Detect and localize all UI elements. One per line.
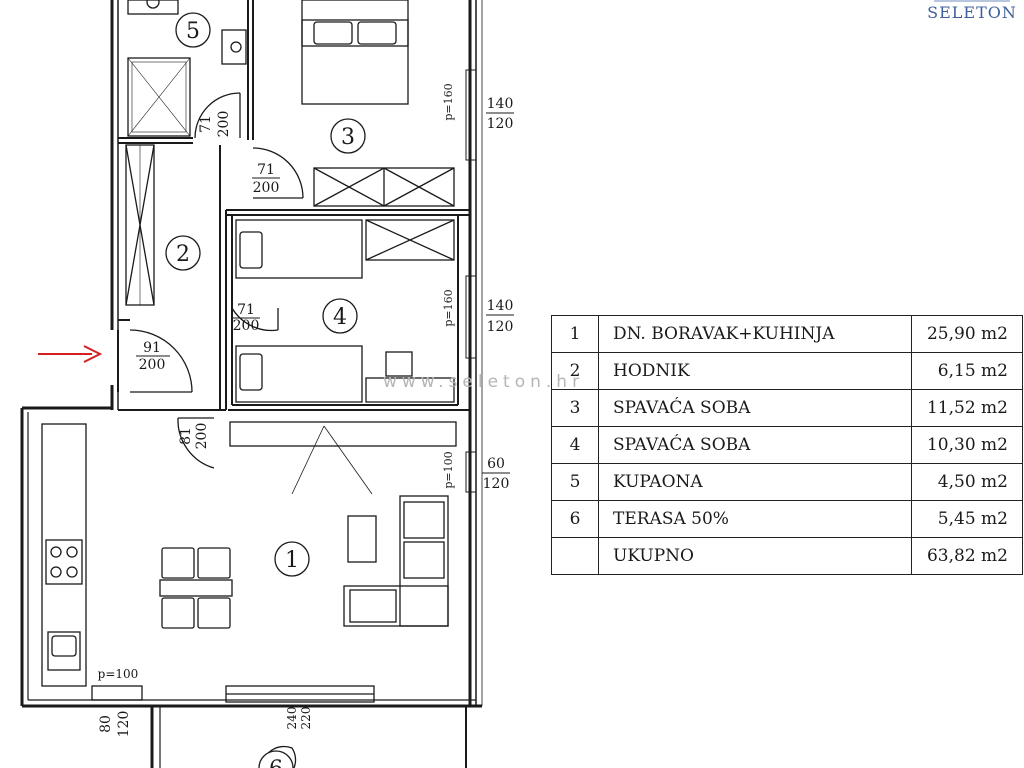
area-cell-value: 63,82 m2 bbox=[911, 537, 1023, 575]
dim-window-1-top: 60 bbox=[487, 456, 505, 472]
area-cell-name: UKUPNO bbox=[598, 537, 912, 575]
room-label-1: 1 bbox=[285, 548, 299, 573]
dim-window-1-bottom: 120 bbox=[483, 476, 510, 492]
area-cell-name: SPAVAĆA SOBA bbox=[598, 389, 912, 427]
facade-windows bbox=[465, 69, 477, 493]
area-cell-num: 3 bbox=[551, 389, 599, 427]
watermark: www.seleton.hr bbox=[383, 372, 585, 392]
dim-door-bath-bottom: 200 bbox=[216, 111, 232, 138]
dim-door-4-top: 71 bbox=[237, 302, 255, 318]
logo-mark bbox=[934, 0, 1010, 2]
area-cell-num: 4 bbox=[551, 426, 599, 464]
dim-door-terrace-top: 240 bbox=[285, 707, 299, 730]
hall-wardrobe bbox=[125, 144, 155, 306]
dim-door-bath-top: 71 bbox=[198, 115, 214, 133]
dim-door-terrace-bottom: 220 bbox=[299, 707, 313, 730]
area-cell-name: KUPAONA bbox=[598, 463, 912, 501]
room-label-6: 6 bbox=[269, 757, 283, 768]
area-cell-name: HODNIK bbox=[598, 352, 912, 390]
entrance-arrow bbox=[38, 345, 103, 363]
dim-window-3-sill: p=160 bbox=[442, 83, 455, 120]
area-cell-name: DN. BORAVAK+KUHINJA bbox=[598, 315, 912, 353]
dim-door-entry-bottom: 200 bbox=[139, 357, 166, 373]
living-door bbox=[177, 417, 215, 469]
area-cell-num: 2 bbox=[551, 352, 599, 390]
area-cell-value: 5,45 m2 bbox=[911, 500, 1023, 538]
logo-text: SELETON bbox=[927, 3, 1017, 22]
bathroom-fixtures bbox=[127, 0, 247, 139]
dim-window-4-sill: p=160 bbox=[442, 289, 455, 326]
dim-window-3-top: 140 bbox=[487, 96, 514, 112]
dim-door-4-bottom: 200 bbox=[233, 318, 260, 334]
dim-kitchen-sill: p=100 bbox=[98, 667, 139, 681]
bedroom-3-furniture bbox=[252, 0, 455, 207]
area-cell-num bbox=[551, 537, 599, 575]
dim-door-3-top: 71 bbox=[257, 162, 275, 178]
room-label-2: 2 bbox=[176, 242, 190, 267]
area-cell-value: 11,52 m2 bbox=[911, 389, 1023, 427]
dim-door-3-bottom: 200 bbox=[253, 180, 280, 196]
dim-window-4-top: 140 bbox=[487, 298, 514, 314]
room-labels: 5 3 2 4 1 6 bbox=[165, 12, 366, 768]
room-label-4: 4 bbox=[333, 305, 347, 330]
area-cell-name: SPAVAĆA SOBA bbox=[598, 426, 912, 464]
area-cell-value: 10,30 m2 bbox=[911, 426, 1023, 464]
bedroom-4-furniture bbox=[231, 219, 455, 403]
dim-window-1-sill: p=100 bbox=[442, 451, 455, 488]
dim-window-3-bottom: 120 bbox=[487, 116, 514, 132]
dim-door-entry-top: 91 bbox=[143, 340, 161, 356]
room-label-5: 5 bbox=[186, 19, 200, 44]
dim-door-living-top: 81 bbox=[178, 427, 194, 445]
living-room-furniture bbox=[41, 421, 457, 703]
dim-window-4-bottom: 120 bbox=[487, 319, 514, 335]
area-cell-num: 6 bbox=[551, 500, 599, 538]
area-cell-value: 25,90 m2 bbox=[911, 315, 1023, 353]
area-cell-name: TERASA 50% bbox=[598, 500, 912, 538]
entry-door bbox=[117, 329, 193, 393]
dimension-labels: 140 120 p=160 140 120 p=160 60 120 p=100… bbox=[98, 83, 514, 737]
dim-door-living-bottom: 200 bbox=[194, 423, 210, 450]
seleton-logo: SELETON bbox=[920, 0, 1024, 26]
area-cell-value: 4,50 m2 bbox=[911, 463, 1023, 501]
dim-window-bl-top: 80 bbox=[98, 715, 114, 733]
dim-window-bl-bottom: 120 bbox=[116, 711, 132, 738]
area-cell-num: 1 bbox=[551, 315, 599, 353]
area-cell-value: 6,15 m2 bbox=[911, 352, 1023, 390]
area-cell-num: 5 bbox=[551, 463, 599, 501]
room-label-3: 3 bbox=[341, 125, 355, 150]
interior-walls bbox=[118, 0, 470, 411]
